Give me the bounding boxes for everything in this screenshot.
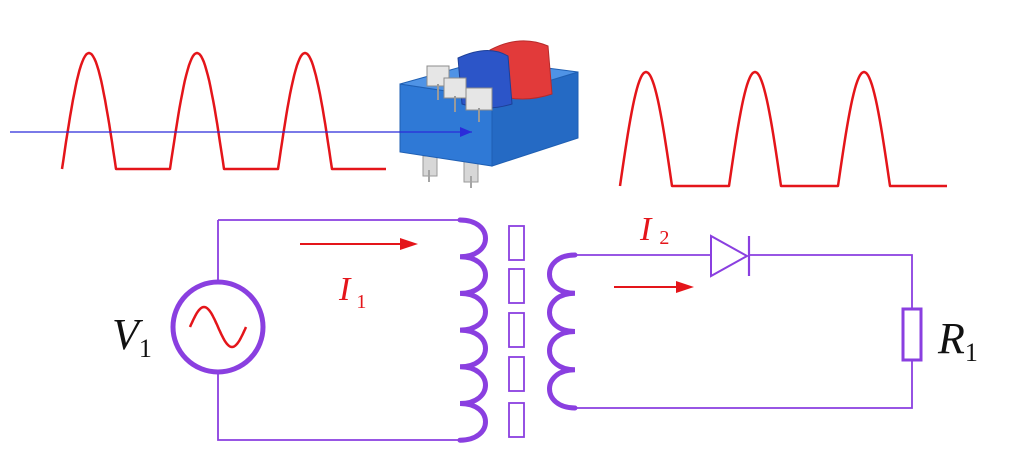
label-r1: R1 [937, 314, 978, 367]
core-segment [508, 356, 525, 392]
current-arrow-i2 [614, 281, 694, 293]
core-segment [508, 312, 525, 348]
current-arrow-i1 [300, 238, 418, 250]
secondary-wire-bottom [575, 360, 913, 409]
input-waveform [60, 51, 386, 171]
core-segment [508, 402, 525, 438]
core-segment [508, 225, 525, 261]
signal-guide-arrowhead [460, 127, 472, 137]
resistor-icon [901, 307, 923, 362]
circuit [170, 217, 923, 443]
ac-source-icon [170, 279, 266, 375]
primary-wire-left-bottom [217, 372, 460, 441]
secondary-wire-top-right [750, 254, 913, 309]
label-v1: V1 [112, 310, 152, 363]
primary-coil [457, 217, 488, 443]
secondary-coil [547, 252, 578, 411]
output-waveform [618, 70, 947, 188]
diode-icon [710, 234, 751, 278]
transformer-photo-icon [399, 40, 579, 188]
core-segment [508, 268, 525, 304]
transformer-core [508, 225, 525, 438]
